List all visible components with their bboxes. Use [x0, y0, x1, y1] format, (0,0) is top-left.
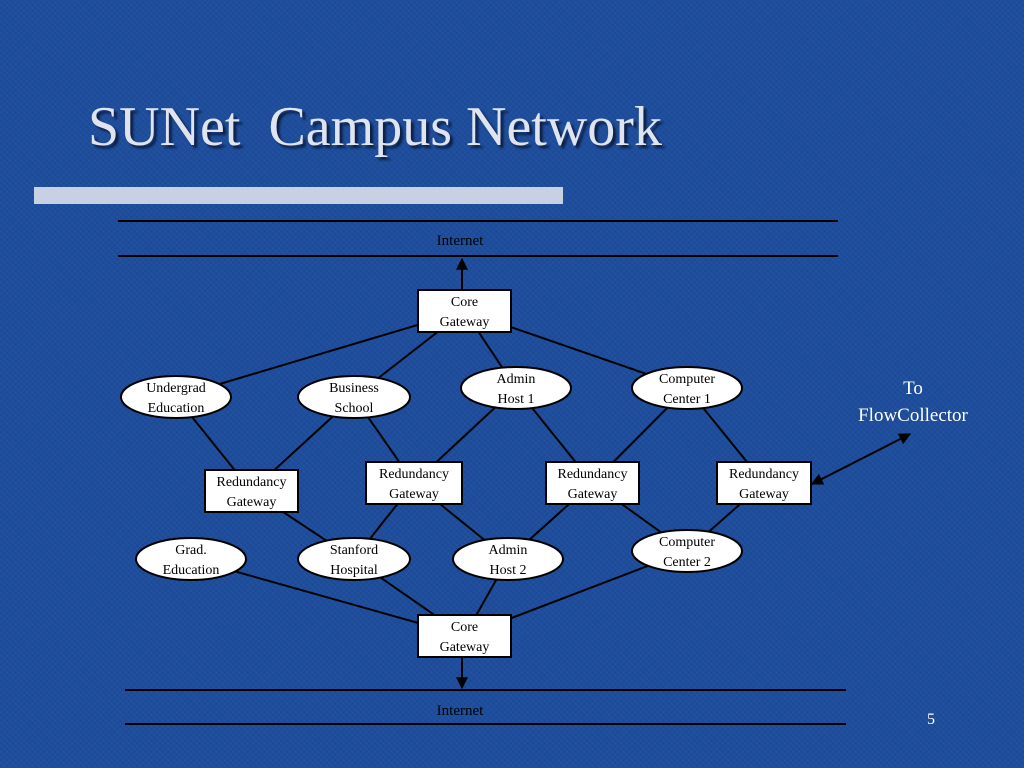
node-admin1-shape — [460, 366, 572, 410]
node-core_top-label-line2: Gateway — [440, 315, 490, 330]
slide-title: SUNet Campus Network — [88, 96, 662, 158]
node-rg2-label-line1: Redundancy — [379, 467, 449, 482]
node-rg2-label-line2: Gateway — [389, 487, 439, 502]
node-admin1-label-line1: Admin — [497, 372, 536, 387]
node-cc1-shape — [631, 366, 743, 410]
node-stanford-label-line2: Hospital — [330, 563, 378, 578]
node-cc2-label-line1: Computer — [659, 535, 715, 550]
node-rg4-label-line1: Redundancy — [729, 467, 799, 482]
edge-core_top-undergrad — [175, 310, 465, 398]
node-stanford-label-line1: Stanford — [330, 543, 378, 558]
node-cc1-label-line2: Center 1 — [663, 392, 711, 407]
internet-top-label: Internet — [437, 233, 484, 249]
node-rg1-label-line2: Gateway — [227, 495, 277, 510]
node-rg4-label-line2: Gateway — [739, 487, 789, 502]
page-number: 5 — [927, 711, 935, 728]
internet-bottom-label: Internet — [437, 703, 484, 719]
node-rg3-label-line2: Gateway — [568, 487, 618, 502]
node-undergrad-label-line2: Education — [148, 401, 205, 416]
node-cc1-label-line1: Computer — [659, 372, 715, 387]
node-grad-label-line2: Education — [163, 563, 220, 578]
flowcollector-arrow — [810, 433, 912, 485]
node-business-shape — [297, 375, 411, 419]
node-admin1-label-line2: Host 1 — [498, 392, 535, 407]
node-cc2-shape — [631, 529, 743, 573]
node-admin2-label-line1: Admin — [489, 543, 528, 558]
node-stanford-shape — [297, 537, 411, 581]
node-core_bottom-label-line2: Gateway — [440, 640, 490, 655]
node-undergrad-shape — [120, 375, 232, 419]
node-grad-label-line1: Grad. — [175, 543, 207, 558]
node-cc2-label-line2: Center 2 — [663, 555, 711, 570]
node-core_top-label-line1: Core — [451, 295, 478, 310]
node-layer: CoreGatewayUndergradEducationBusinessSch… — [120, 289, 812, 658]
node-rg3-label-line1: Redundancy — [558, 467, 628, 482]
node-rg2-shape — [365, 461, 463, 505]
node-grad: Grad. Education — [135, 537, 247, 581]
flowcollector-label-line2: FlowCollector — [858, 405, 968, 426]
node-core_bottom-shape — [417, 614, 512, 658]
node-rg1-shape — [204, 469, 299, 513]
node-rg4-shape — [716, 461, 812, 505]
node-grad-shape — [135, 537, 247, 581]
node-business-label-line2: School — [335, 401, 374, 416]
node-business-label-line1: Business — [329, 381, 379, 396]
node-admin2-shape — [452, 537, 564, 581]
flowcollector-label-line1: To — [903, 378, 923, 399]
node-core_bottom-label-line1: Core — [451, 620, 478, 635]
node-admin2-label-line2: Host 2 — [490, 563, 527, 578]
title-underline-bar — [34, 187, 563, 204]
node-undergrad-label-line1: Undergrad — [146, 381, 206, 396]
node-rg3-shape — [545, 461, 640, 505]
node-rg1-label-line1: Redundancy — [217, 475, 287, 490]
node-core_top-shape — [417, 289, 512, 333]
